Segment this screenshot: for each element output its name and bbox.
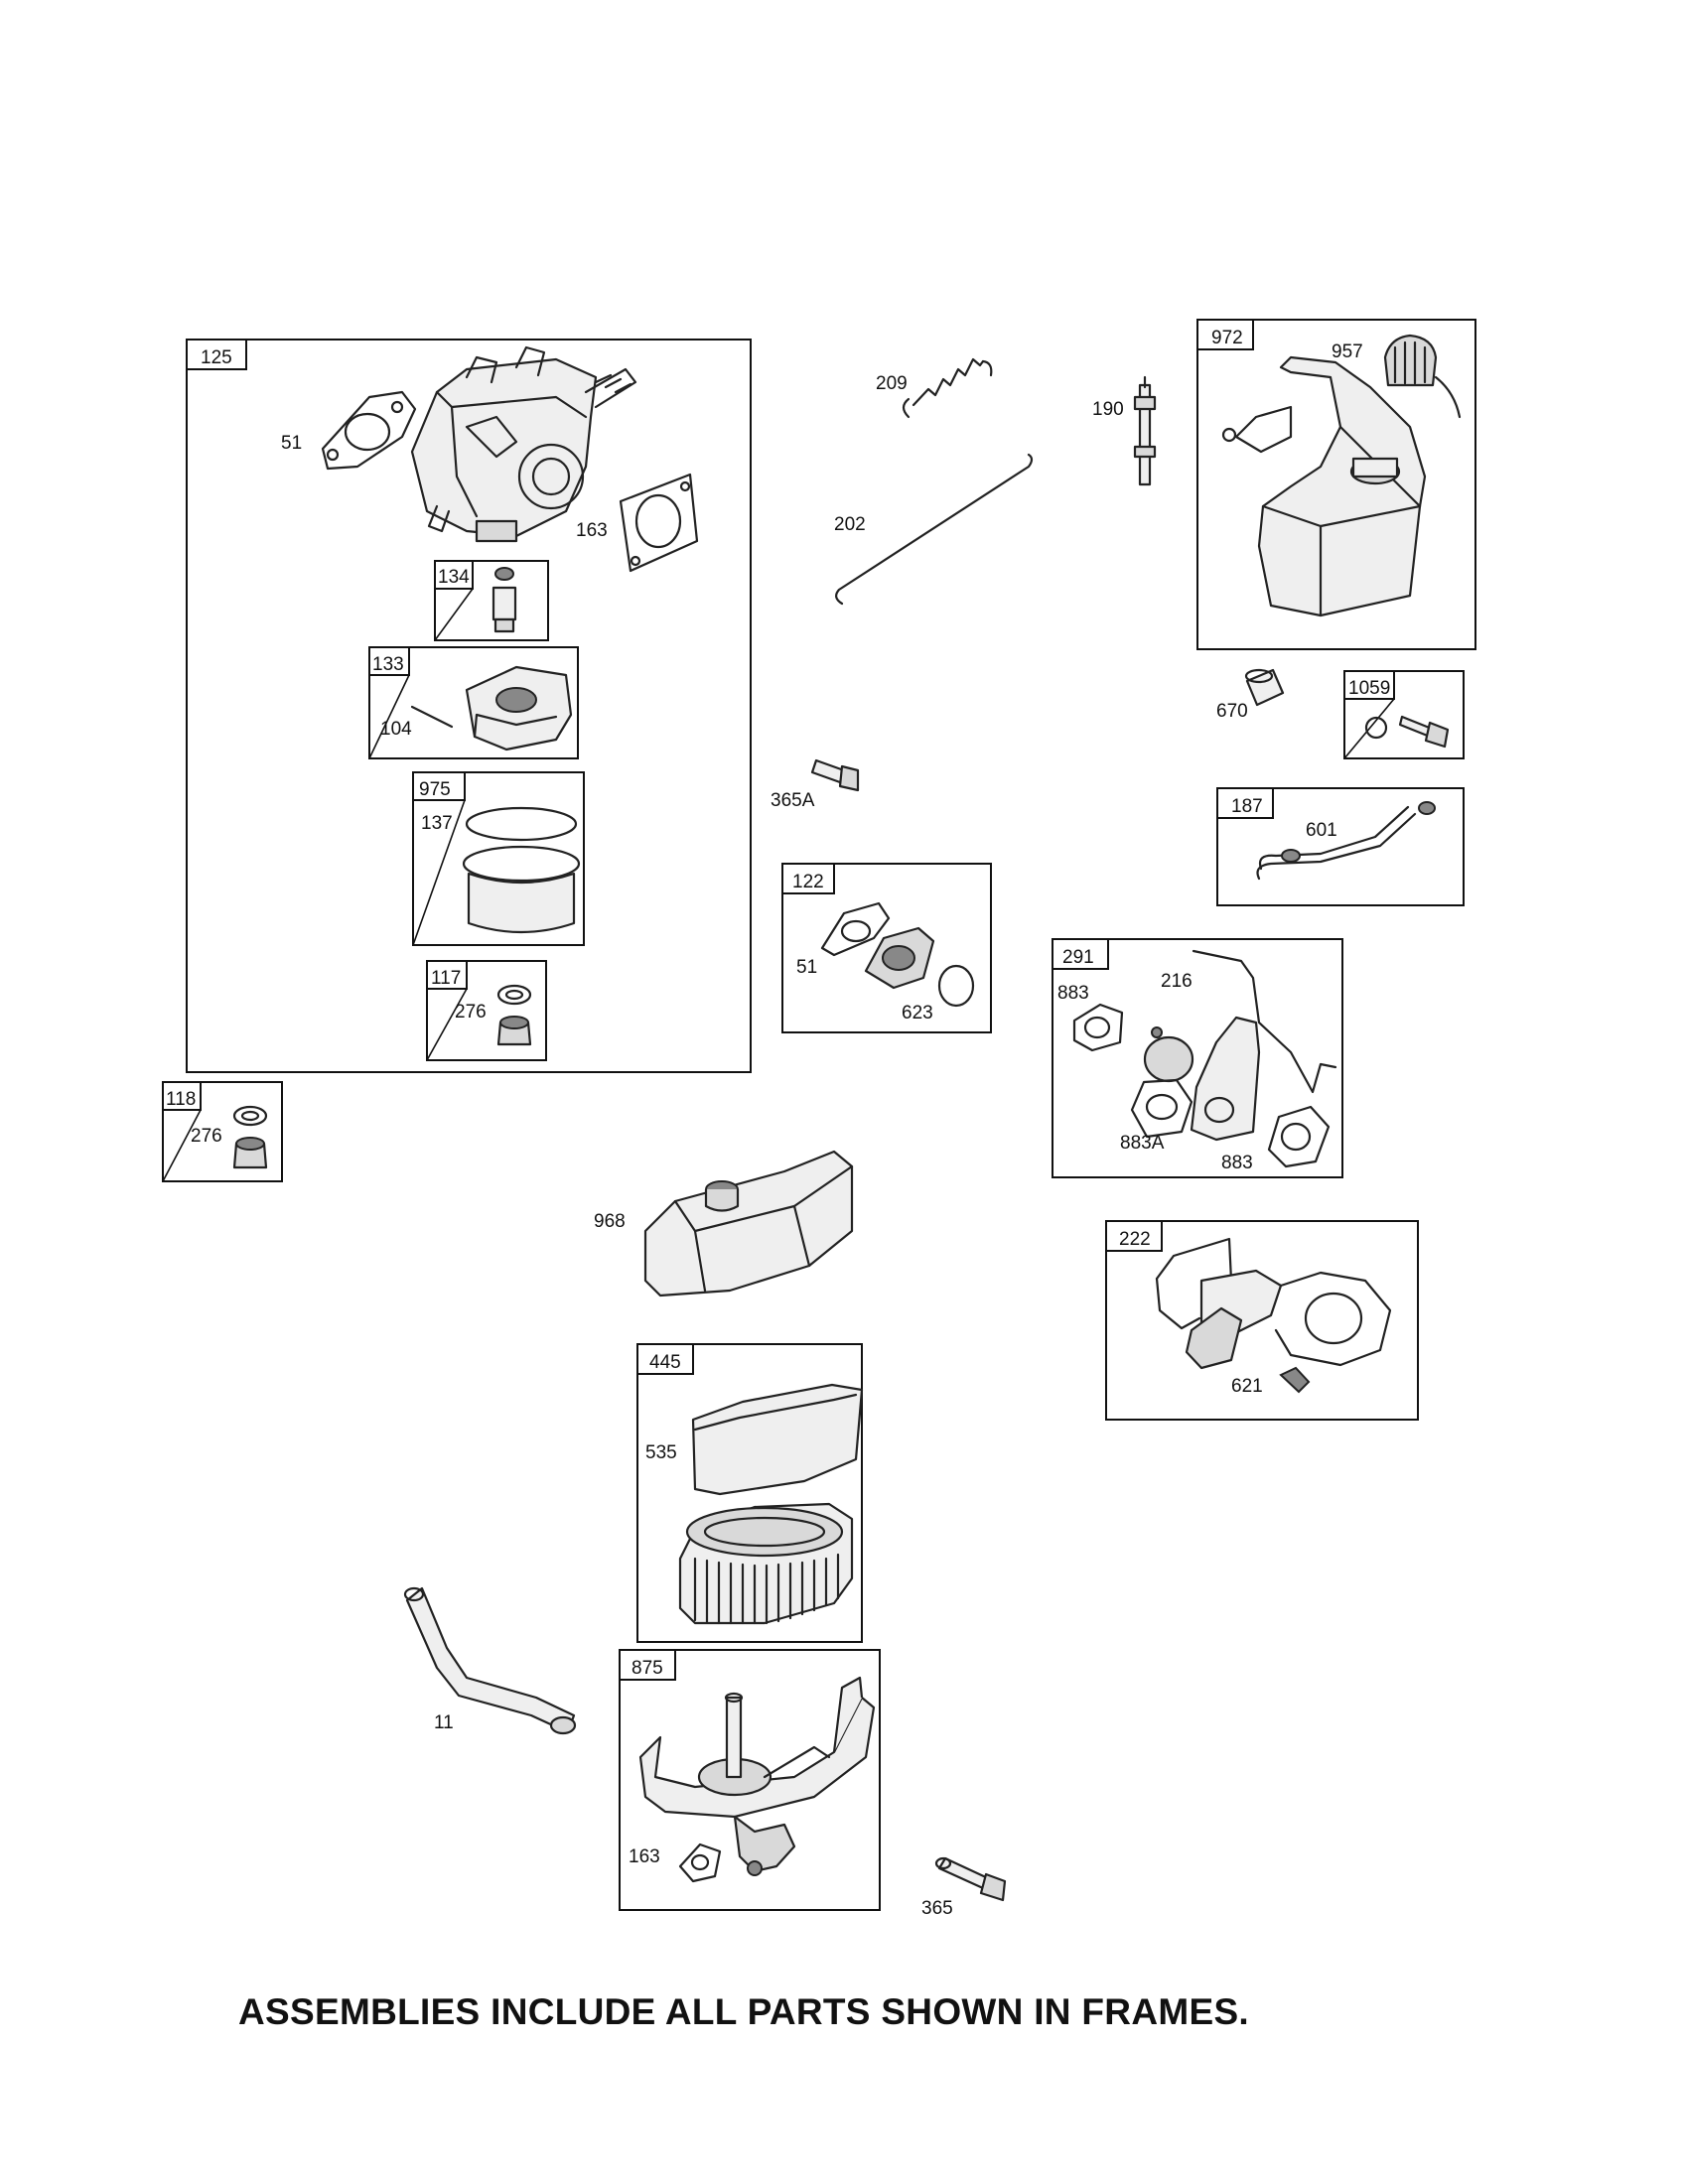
frame-122: 122 (781, 863, 992, 1033)
part-number-209: 209 (876, 373, 908, 394)
part-number-11: 11 (434, 1712, 454, 1733)
gasket-163-drawing (619, 473, 699, 573)
frame-label-291: 291 (1062, 947, 1094, 968)
frame-972: 972 (1196, 319, 1476, 650)
part-number-190: 190 (1092, 399, 1124, 420)
frame-975: 975 (412, 771, 585, 946)
part-number-51: 51 (281, 433, 302, 454)
part-number-104: 104 (380, 719, 412, 740)
part-number-365A: 365A (771, 790, 815, 811)
frame-label-125: 125 (201, 347, 232, 368)
part-number-957: 957 (1332, 341, 1363, 362)
frame-label-222: 222 (1119, 1229, 1151, 1250)
part-number-202: 202 (834, 514, 866, 535)
part-number-163: 163 (629, 1846, 660, 1867)
part-number-968: 968 (594, 1211, 626, 1232)
part-number-883A: 883A (1120, 1133, 1165, 1154)
carburetor-drawing (410, 345, 637, 543)
bolt-365-drawing (934, 1856, 1007, 1902)
frame-134: 134 (434, 560, 549, 641)
frame-117: 117 (426, 960, 547, 1061)
part-number-535: 535 (645, 1442, 677, 1463)
part-number-621: 621 (1231, 1376, 1263, 1397)
link-202-drawing (835, 453, 1034, 606)
tube-11-drawing (403, 1586, 577, 1735)
part-number-883: 883 (1057, 983, 1089, 1004)
bushing-670-drawing (1244, 668, 1285, 707)
part-number-137: 137 (421, 813, 453, 834)
frame-222: 222 (1105, 1220, 1419, 1421)
frame-187: 187 (1216, 787, 1465, 906)
frame-118: 118 (162, 1081, 283, 1182)
frame-label-133: 133 (372, 654, 404, 675)
frame-291: 291 (1052, 938, 1343, 1178)
frame-label-122: 122 (792, 872, 824, 892)
frame-label-117: 117 (431, 968, 461, 989)
frame-label-972: 972 (1211, 328, 1243, 348)
cover-968-drawing (643, 1150, 854, 1297)
frame-125: 125 (186, 339, 752, 1073)
frame-label-118: 118 (166, 1089, 196, 1110)
part-number-276: 276 (191, 1126, 222, 1147)
part-number-601: 601 (1306, 820, 1337, 841)
footer-note: ASSEMBLIES INCLUDE ALL PARTS SHOWN IN FR… (238, 1991, 1250, 2032)
spring-209-drawing (902, 357, 993, 419)
screw-190-drawing (1133, 375, 1157, 486)
part-number-216: 216 (1161, 971, 1193, 992)
part-number-623: 623 (902, 1003, 933, 1024)
frame-label-187: 187 (1231, 796, 1263, 817)
frame-label-975: 975 (419, 779, 451, 800)
bolt-365A-drawing (810, 758, 860, 792)
frame-label-875: 875 (632, 1658, 663, 1679)
part-number-670: 670 (1216, 701, 1248, 722)
frame-label-445: 445 (649, 1352, 681, 1373)
frame-1059: 1059 (1343, 670, 1465, 759)
frame-133: 133 (368, 646, 579, 759)
gasket-51-drawing (321, 390, 417, 471)
frame-label-134: 134 (438, 567, 470, 588)
part-number-276: 276 (455, 1002, 487, 1023)
frame-445: 445 (636, 1343, 864, 1643)
part-number-163: 163 (576, 520, 608, 541)
part-number-365: 365 (921, 1898, 953, 1919)
frame-875: 875 (619, 1649, 881, 1911)
frame-label-1059: 1059 (1348, 678, 1390, 699)
part-number-883: 883 (1221, 1153, 1253, 1173)
part-number-51: 51 (796, 957, 817, 978)
